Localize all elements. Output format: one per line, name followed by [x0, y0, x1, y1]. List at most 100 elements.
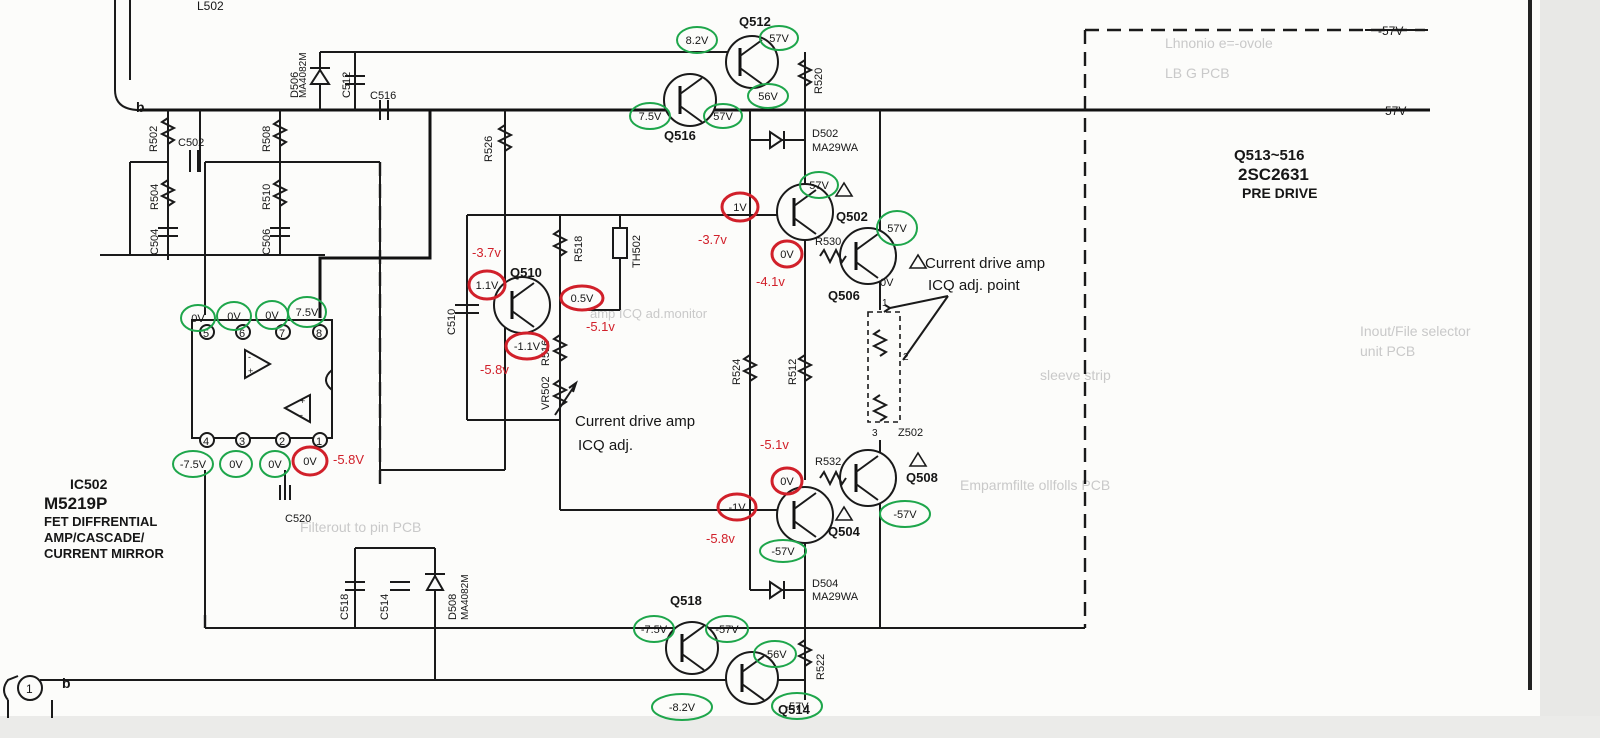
- svg-text:FET DIFFRENTIAL: FET DIFFRENTIAL: [44, 514, 157, 529]
- svg-text:b: b: [62, 675, 71, 691]
- svg-text:R524: R524: [731, 359, 743, 385]
- svg-text:4: 4: [203, 436, 209, 448]
- svg-text:CURRENT MIRROR: CURRENT MIRROR: [44, 546, 164, 561]
- rail-label-top: -57V: [1365, 24, 1428, 38]
- voltage-text-ic-p4: -7.5V: [180, 459, 207, 471]
- svg-text:D504: D504: [812, 578, 838, 590]
- voltage-label-q508-col: -57V: [879, 500, 931, 528]
- svg-text:-: -: [300, 410, 303, 420]
- voltage-label-q514-col: -57V: [771, 692, 823, 720]
- annotation-icq-adj: Current drive amp ICQ adj.: [575, 413, 695, 454]
- voltage-text-q504-col: -57V: [771, 546, 795, 558]
- voltage-text-q510-col: 1.1V: [476, 280, 499, 292]
- svg-text:C504: C504: [149, 229, 161, 255]
- page-edge-line: [1528, 0, 1532, 690]
- voltage-text-ic-p5: 0V: [191, 313, 205, 325]
- svg-text:R502: R502: [148, 126, 160, 152]
- svg-text:-5.8V: -5.8V: [333, 452, 364, 467]
- voltage-label-q504-base: -1V: [716, 492, 758, 522]
- voltage-label-q518-col: -57V: [705, 615, 749, 643]
- voltage-text-q502-col: 57V: [809, 180, 829, 192]
- annotation-icq-adj-point: Current drive amp ICQ adj. point: [883, 255, 1045, 361]
- voltage-label-q512-em: 56V: [747, 83, 789, 109]
- svg-text:MA29WA: MA29WA: [812, 591, 859, 603]
- transistors: [493, 35, 897, 705]
- svg-text:Q512: Q512: [739, 14, 771, 29]
- voltage-label-q516-col: 57V: [703, 103, 743, 129]
- svg-text:IC502: IC502: [70, 476, 108, 492]
- voltage-text-q510-base: -1.1V: [514, 341, 541, 353]
- voltage-text-q502-base: 1V: [733, 202, 747, 214]
- svg-text:57V: 57V: [1385, 104, 1406, 118]
- voltage-text-ic-p2: 0V: [268, 459, 282, 471]
- svg-text:C502: C502: [178, 137, 204, 149]
- svg-text:AMP/CASCADE/: AMP/CASCADE/: [44, 530, 145, 545]
- voltage-text-q512-col: 57V: [769, 33, 789, 45]
- voltage-label-ic-p8: 7.5V: [287, 296, 327, 328]
- voltage-text-q504-base: -1V: [728, 502, 746, 514]
- svg-text:Z502: Z502: [898, 427, 923, 439]
- svg-text:R532: R532: [815, 456, 841, 468]
- svg-text:D508: D508: [447, 594, 459, 620]
- ic-description: IC502 M5219P FET DIFFRENTIAL AMP/CASCADE…: [44, 476, 164, 561]
- svg-text:Q514: Q514: [778, 702, 811, 717]
- svg-text:D502: D502: [812, 128, 838, 140]
- voltage-text-ic-p8: 7.5V: [296, 307, 319, 319]
- voltage-text-q508-col: -57V: [893, 509, 917, 521]
- voltage-text-q514-base: -8.2V: [669, 702, 696, 714]
- svg-text:R530: R530: [815, 236, 841, 248]
- svg-text:+: +: [300, 396, 305, 406]
- svg-text:0V: 0V: [880, 277, 894, 289]
- voltage-label-ic-p6: 0V: [216, 301, 252, 331]
- voltage-text-q508-base: 0V: [780, 476, 794, 488]
- show-through-text: Lhnonio e=-ovole LB G PCB Inout/File sel…: [300, 35, 1471, 535]
- svg-text:3: 3: [239, 436, 245, 448]
- voltage-label-q502-base: 1V: [720, 191, 760, 223]
- svg-text:Current drive amp: Current drive amp: [925, 255, 1045, 272]
- svg-text:R512: R512: [787, 359, 799, 385]
- voltage-label-ic-p1: 0V: [291, 445, 329, 477]
- svg-text:2: 2: [279, 436, 285, 448]
- svg-text:5: 5: [203, 328, 209, 340]
- voltage-text-q510-em: 0.5V: [571, 293, 594, 305]
- svg-text:2: 2: [903, 352, 909, 363]
- voltage-label-ic-p2: 0V: [259, 450, 291, 478]
- svg-text:MA4082M: MA4082M: [298, 52, 309, 98]
- svg-text:C506: C506: [261, 229, 273, 255]
- svg-text:1: 1: [882, 298, 888, 309]
- svg-text:TH502: TH502: [631, 235, 643, 268]
- svg-text:Current drive amp: Current drive amp: [575, 413, 695, 430]
- svg-text:Q516: Q516: [664, 128, 696, 143]
- voltage-text-q506-col: 57V: [887, 223, 907, 235]
- svg-text:Q508: Q508: [906, 470, 938, 485]
- voltage-label-ic-p3: 0V: [219, 450, 253, 478]
- svg-text:R526: R526: [483, 136, 495, 162]
- svg-text:-4.1v: -4.1v: [756, 274, 785, 289]
- voltage-label-q502-col: 57V: [799, 171, 839, 199]
- voltage-text-ic-p3: 0V: [229, 459, 243, 471]
- bottom-margin: [0, 716, 1600, 738]
- svg-text:Filterout to pin PCB: Filterout to pin PCB: [300, 519, 421, 535]
- voltage-label-q516-base: 7.5V: [629, 102, 671, 130]
- voltage-label-q510-col: 1.1V: [467, 269, 507, 301]
- voltage-label-q510-base: -1.1V: [504, 331, 550, 361]
- svg-text:8: 8: [316, 328, 322, 340]
- voltage-text-q512-base: 8.2V: [686, 35, 709, 47]
- svg-text:6: 6: [239, 328, 245, 340]
- red-notes: -3.7v -5.8v -3.7v -4.1v -5.1v -5.8V -5.1…: [333, 232, 789, 546]
- voltage-text-ic-p7: 0V: [265, 310, 279, 322]
- svg-text:Q506: Q506: [828, 288, 860, 303]
- part-type: 2SC2631: [1238, 165, 1309, 184]
- node-b-bottom: 1 b: [3, 675, 71, 718]
- voltage-label-q514-em: -56V: [753, 640, 797, 668]
- ic502-package: 5 6 7 8 4 3 2 1 -+ +-: [191, 319, 333, 448]
- svg-text:unit PCB: unit PCB: [1360, 343, 1415, 359]
- heading-block: Q513~516 2SC2631 PRE DRIVE: [1234, 147, 1317, 201]
- svg-text:R504: R504: [149, 184, 161, 210]
- svg-text:R518: R518: [573, 236, 585, 262]
- svg-text:R522: R522: [815, 654, 827, 680]
- svg-text:L502: L502: [197, 0, 224, 13]
- voltage-label-ic-p4: -7.5V: [172, 450, 214, 478]
